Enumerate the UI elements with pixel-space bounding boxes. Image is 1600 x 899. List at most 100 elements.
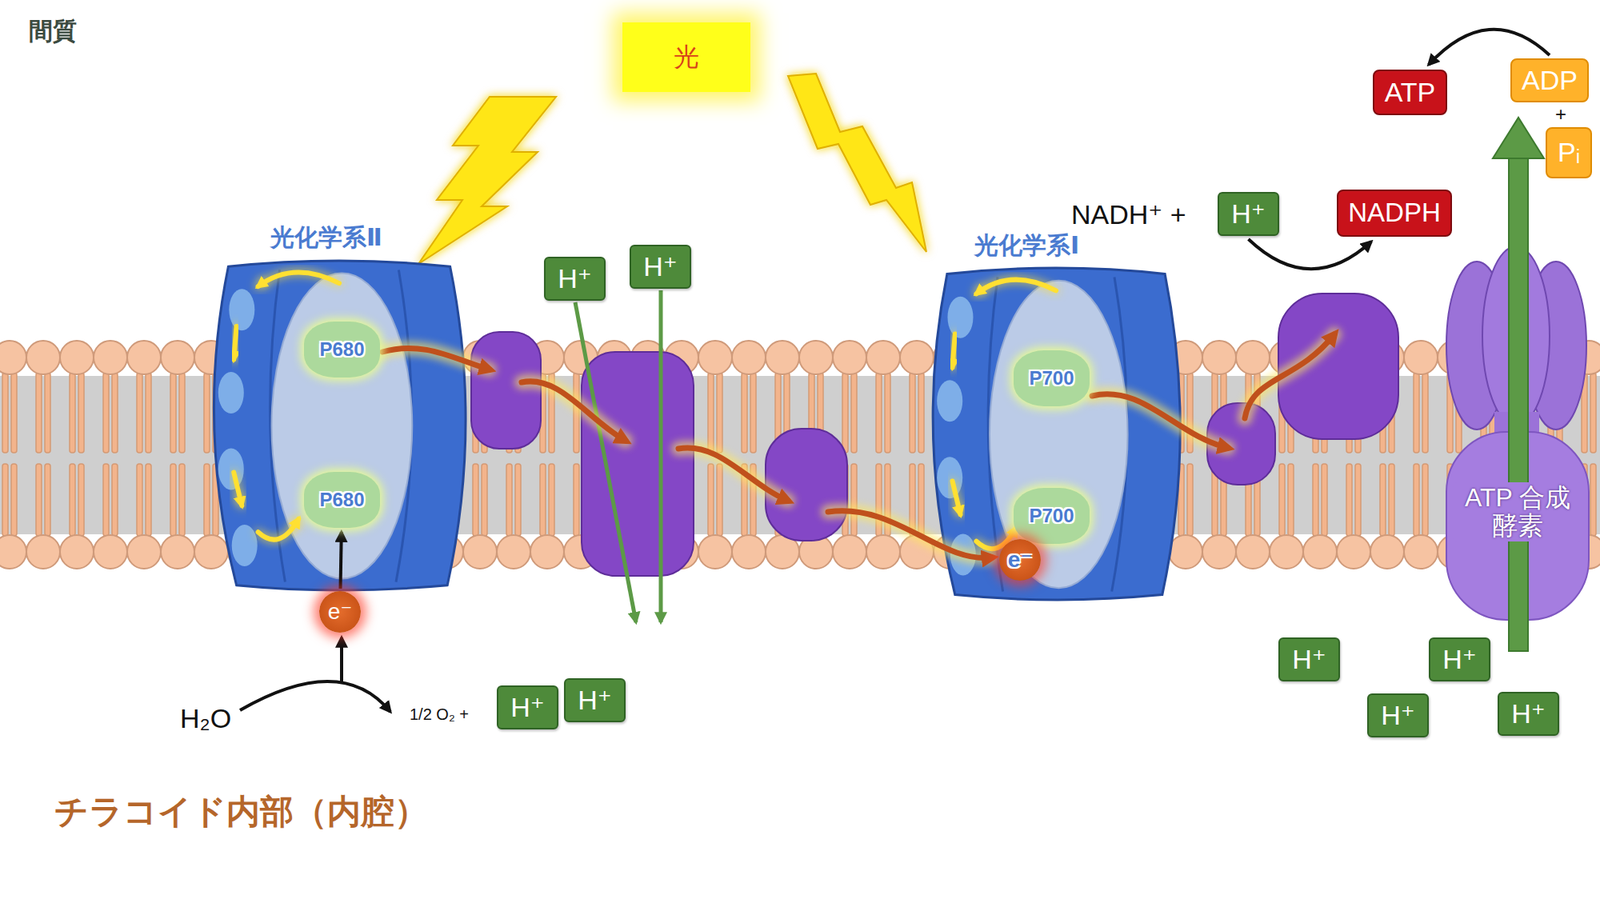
lipid-tail (506, 464, 512, 536)
lipid-tail (540, 464, 546, 536)
lipid-tail (1422, 464, 1428, 536)
lipid-tail (204, 372, 210, 453)
energy-transfer-arrow (952, 481, 961, 516)
lipid-head (1269, 535, 1304, 569)
complex-shape (923, 267, 1189, 602)
lipid-head (1303, 535, 1337, 569)
electron-label: e⁻ (1008, 548, 1032, 573)
antenna-pigment (936, 456, 963, 499)
lipid-tail (136, 372, 143, 453)
proton-box: H⁺ (1367, 693, 1429, 738)
lipid-head (1236, 340, 1270, 375)
substrate-box: ADP (1510, 58, 1589, 103)
energy-transfer-arrow (233, 472, 242, 507)
proton-label: H⁺ (577, 685, 612, 716)
substrate-label: ADP (1521, 65, 1578, 96)
proton-label: H⁺ (1511, 699, 1546, 729)
complex-core (272, 273, 413, 580)
lipid-head (127, 535, 161, 569)
lipid-tail (750, 464, 756, 536)
proton-path (659, 290, 664, 623)
reactant-label: NADH⁺ + (1071, 200, 1187, 230)
lipid-head (732, 535, 766, 569)
lipid-tail (112, 372, 118, 453)
lipid-tail (170, 372, 176, 453)
lipid-tail (1590, 372, 1596, 453)
electron-arrow (1244, 334, 1335, 419)
complex-heading: 光化学系Ⅰ (974, 232, 1080, 259)
lipid-tail (145, 372, 152, 453)
lipid-head (698, 340, 732, 375)
lipid-tail (103, 464, 109, 536)
lipid-head (463, 535, 497, 569)
lipid-tail (69, 372, 76, 453)
lipid-head (1202, 535, 1236, 569)
lipid-tail (145, 464, 152, 536)
lipid-tail (11, 372, 17, 453)
lipid-tail (884, 464, 891, 536)
lipid-tail (842, 372, 848, 453)
plus-sign: + (1555, 104, 1567, 125)
photosystem-complex: 光化学系ⅡP680P680 (204, 224, 475, 592)
reaction-center: P700 (1013, 350, 1090, 407)
proton-path (575, 302, 636, 623)
lipid-head (1336, 535, 1371, 569)
lipid-tail (851, 464, 857, 536)
proton-box: H⁺ (1428, 637, 1491, 682)
proton-flow-arrowhead (1492, 117, 1544, 159)
lipid-tail (1388, 464, 1395, 536)
antenna-pigment (218, 448, 244, 490)
lipid-tail (1355, 464, 1361, 536)
reaction-center: P700 (1013, 488, 1090, 544)
lipid-head (765, 340, 800, 375)
lipid-tail (1279, 464, 1285, 536)
lipid-head (496, 535, 531, 569)
plastoquinone (471, 332, 541, 449)
reaction-arrow (1248, 239, 1372, 269)
proton-label: H⁺ (510, 692, 545, 723)
lipid-head (799, 340, 833, 375)
proton-label: H⁺ (1231, 199, 1266, 229)
lipid-head (732, 340, 766, 375)
lipid-tail (78, 464, 84, 536)
lipid-tail (1590, 464, 1596, 536)
electron-arrow (678, 448, 788, 501)
electron-flow-glow (382, 334, 1335, 559)
lipid-tail (78, 372, 84, 453)
lipid-tail (1312, 464, 1319, 536)
energy-transfer-arrow (976, 280, 1056, 295)
lipid-tail (103, 372, 109, 453)
lipid-head (832, 535, 867, 569)
reactant-label: H₂O (180, 704, 232, 734)
proton-box: H⁺ (496, 685, 559, 730)
lipid-head (530, 535, 564, 569)
proton-label: H⁺ (557, 264, 592, 294)
lipid-tail (36, 372, 42, 453)
antenna-pigment (232, 524, 258, 567)
product-box: NADPH (1336, 189, 1452, 237)
lipid-tail (179, 464, 185, 536)
lipid-tail (1413, 464, 1420, 536)
proton-label: H⁺ (1292, 644, 1327, 675)
reaction-arrow (240, 681, 391, 712)
lipid-tail (548, 372, 555, 453)
lipid-tail (918, 464, 924, 536)
lipid-tail (573, 464, 580, 536)
ferredoxin (1207, 403, 1276, 485)
antenna-pigment (228, 288, 255, 331)
energy-transfer-arrow (952, 334, 956, 368)
electron-circle: e⁻ (319, 591, 361, 633)
lipid-head (1404, 340, 1438, 375)
electron-arrow (382, 348, 490, 370)
lipid-tail (204, 464, 210, 536)
lipid-tail (1187, 372, 1193, 453)
electron-circle: e⁻ (999, 539, 1041, 581)
lipid-head (160, 535, 195, 569)
lipid-head (900, 535, 934, 569)
lipid-head (194, 535, 228, 569)
electron-flow (382, 334, 1335, 559)
lipid-head (60, 340, 94, 375)
lipid-tail (36, 464, 42, 536)
lipid-tail (112, 464, 118, 536)
energy-transfer-arrow (233, 326, 236, 360)
